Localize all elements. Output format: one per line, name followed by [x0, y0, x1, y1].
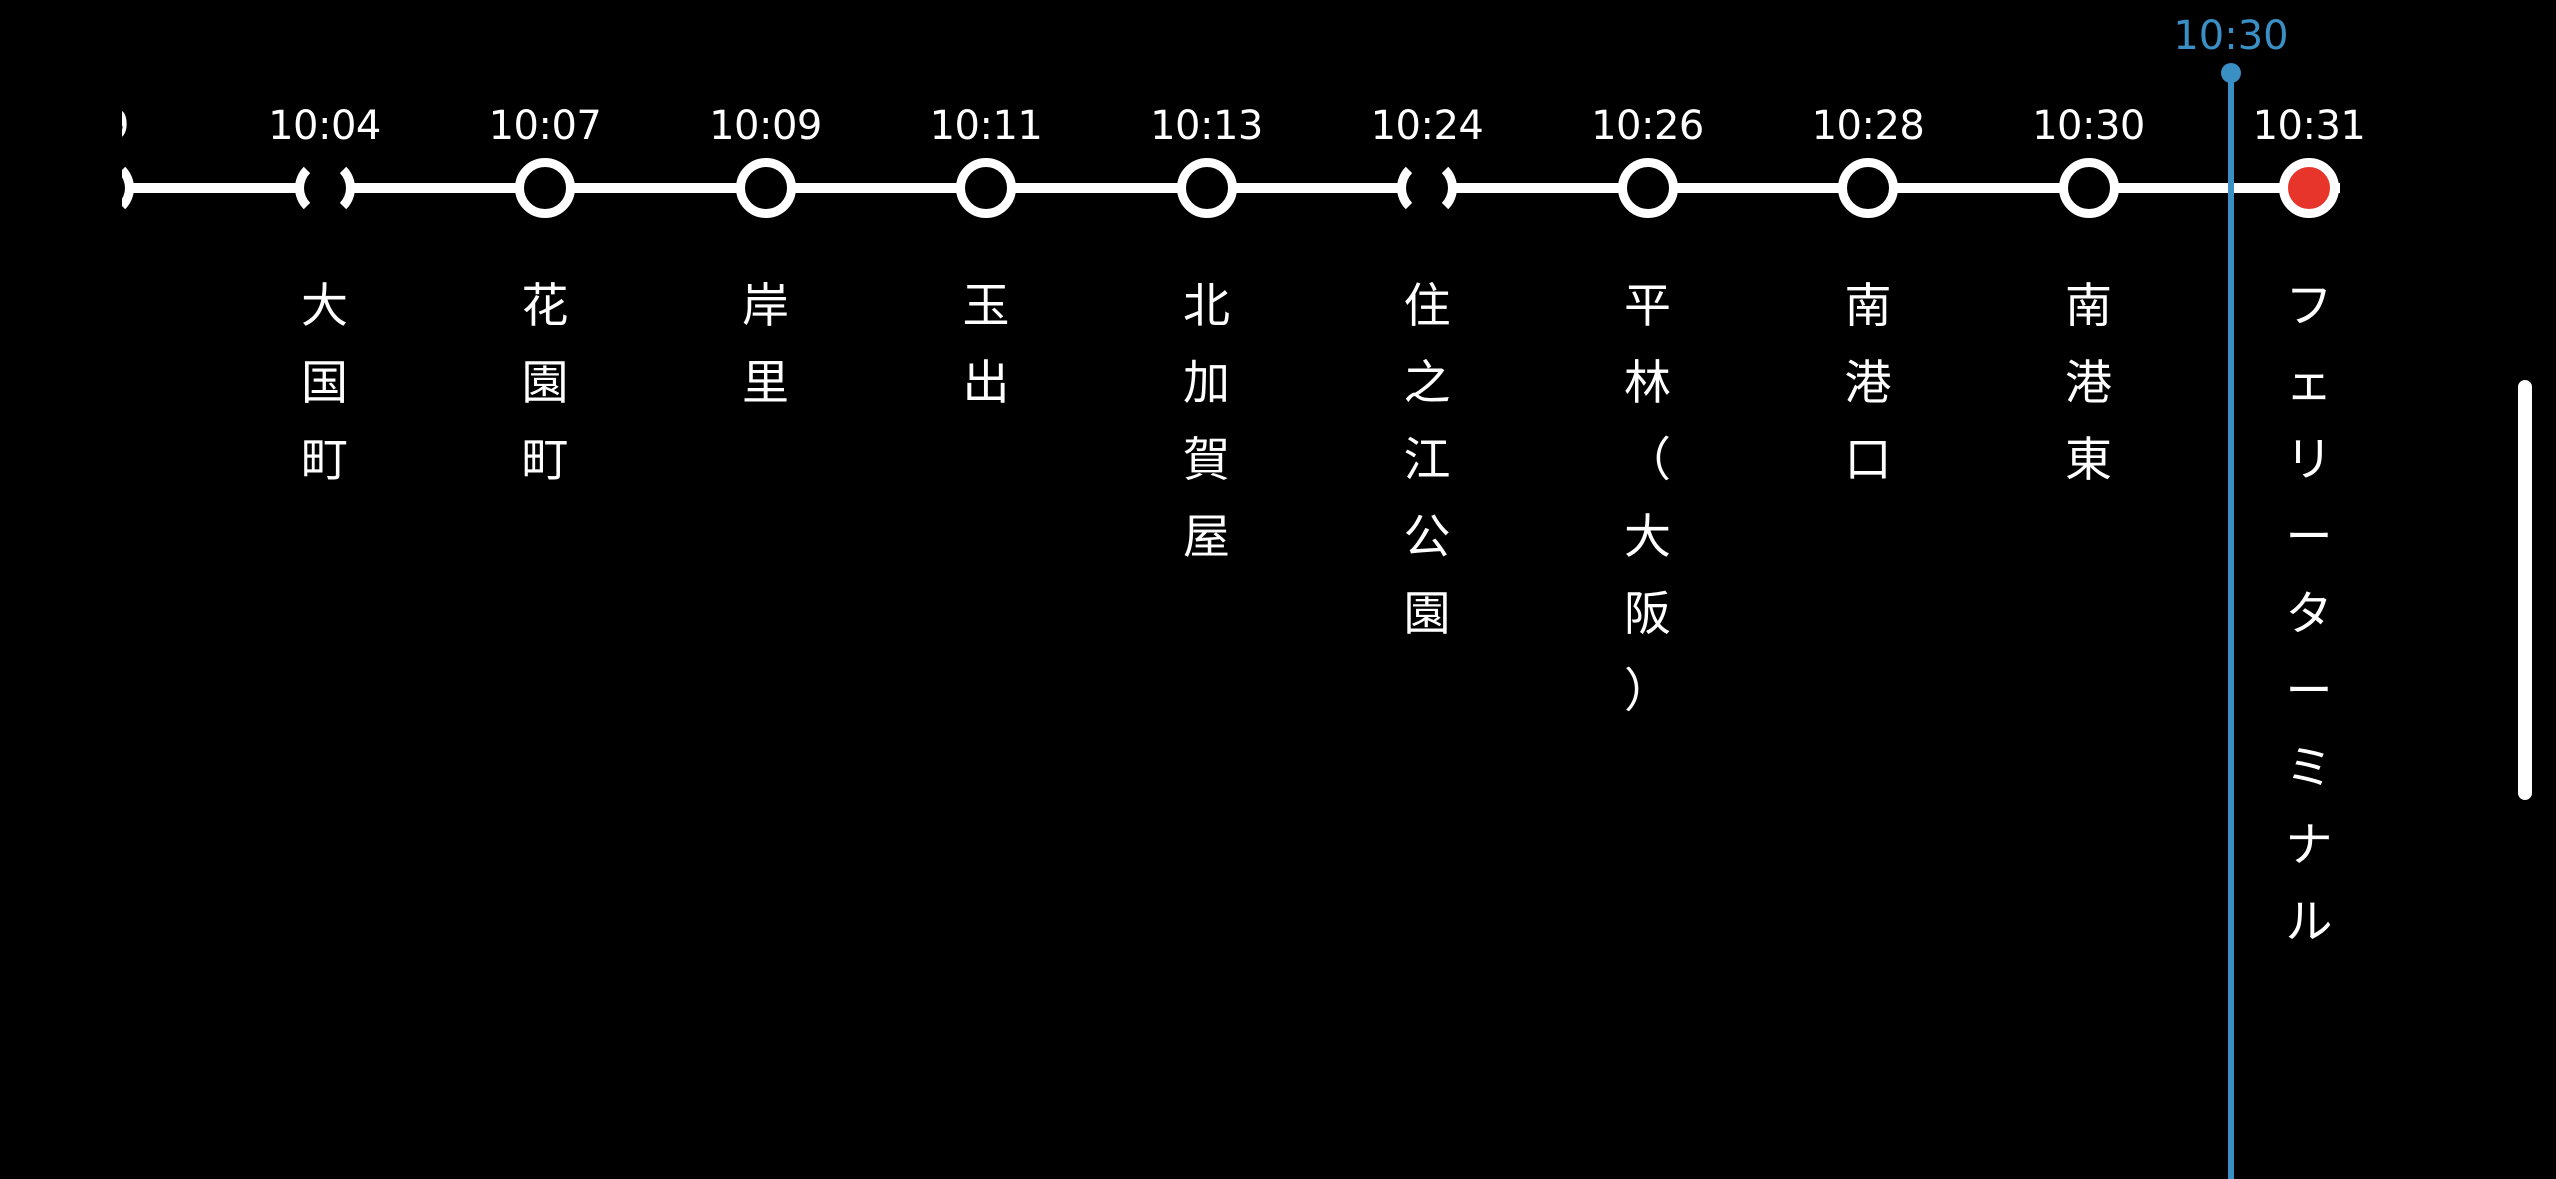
station-name[interactable]: 北加賀屋 — [1183, 279, 1230, 565]
current-time-indicator-knob[interactable] — [2221, 63, 2241, 83]
stop-time-label: 10:31 — [2252, 103, 2366, 149]
station-name[interactable]: 南港東 — [2065, 279, 2112, 488]
stop-time-label: 10:04 — [268, 103, 381, 149]
current-stop-marker[interactable] — [2279, 158, 2339, 218]
route-track-line — [0, 183, 2340, 193]
stop-time-label: 10:28 — [1811, 103, 1925, 149]
stop-marker[interactable] — [735, 158, 796, 218]
station-name[interactable]: 玉出 — [962, 279, 1010, 411]
stop-marker[interactable] — [956, 158, 1016, 218]
current-time-indicator-line — [2228, 72, 2234, 1179]
current-time-label: 10:30 — [2173, 13, 2289, 59]
stop-time-label: 10:26 — [1591, 103, 1704, 149]
station-name[interactable]: 住之江公園 — [1403, 279, 1451, 642]
stop-time-label: 10:11 — [929, 103, 1043, 149]
station-name[interactable]: 平林（大阪） — [1624, 279, 1671, 719]
stop-time-label: 10:13 — [1150, 103, 1263, 149]
station-name[interactable]: 岸里 — [742, 279, 789, 411]
stop-marker[interactable] — [515, 158, 575, 218]
stop-marker[interactable] — [1617, 158, 1678, 218]
station-name[interactable]: 花園町 — [521, 279, 569, 488]
stop-marker[interactable] — [1176, 158, 1237, 218]
stop-marker[interactable] — [294, 158, 355, 218]
stop-time-label: 10:24 — [1370, 103, 1484, 149]
station-name[interactable]: フェリーターミナル — [2285, 279, 2333, 950]
left-edge-mask — [0, 0, 122, 1179]
station-name[interactable]: 大国町 — [301, 279, 348, 488]
station-name[interactable]: 南港口 — [1844, 279, 1892, 488]
stop-time-label: 10:30 — [2032, 103, 2145, 149]
vertical-scrollbar[interactable] — [2518, 380, 2532, 800]
stop-marker[interactable] — [2058, 158, 2119, 218]
stop-marker[interactable] — [1397, 158, 1457, 218]
stop-time-label: 10:09 — [709, 103, 822, 149]
stop-time-label: 10:07 — [488, 103, 602, 149]
stop-marker[interactable] — [1838, 158, 1898, 218]
